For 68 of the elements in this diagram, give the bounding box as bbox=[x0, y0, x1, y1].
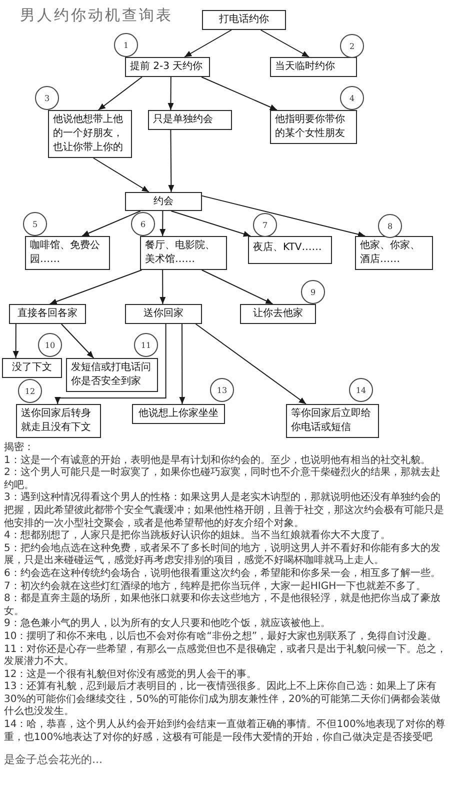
arrow bbox=[98, 76, 142, 110]
arrow bbox=[12, 324, 19, 358]
callout-number: 14 bbox=[349, 378, 373, 402]
arrow bbox=[195, 324, 306, 404]
callout-number: 7 bbox=[253, 213, 277, 237]
explanation-text: 12：这是一个很有礼貌但对你没有感觉的男人会干的事。 bbox=[4, 668, 258, 680]
process-box: 当天临时约你 bbox=[270, 57, 357, 77]
explanation-text: 7：初次约会就在这些灯红酒绿的地方，纯粹是把你当玩伴，大家一起HIGH一下也就差不多了。 bbox=[4, 580, 428, 592]
diagram-title: 男人约你动机查询表 bbox=[20, 5, 173, 25]
process-box: 他指明要你带你的某个女性朋友 bbox=[270, 110, 357, 144]
process-box: 他说他想带上他的一个好朋友，也让你带上你的 bbox=[48, 110, 132, 158]
process-box: 直接各回各家 bbox=[9, 304, 86, 324]
process-box: 提前 2-3 天约你 bbox=[125, 57, 210, 77]
explanation-text: 8：都是直奔主题的场所，如果他张口就要和你去这些地方，不是他很轻浮，就是他把你当成了豪放女。 bbox=[4, 593, 442, 618]
process-box: 约会 bbox=[125, 192, 202, 211]
arrow bbox=[202, 195, 366, 238]
callout-number: 6 bbox=[131, 212, 155, 236]
process-box: 夜店、KTV…… bbox=[248, 236, 332, 264]
arrow bbox=[92, 158, 150, 192]
process-box: 他说想上你家坐坐 bbox=[132, 404, 225, 424]
callout-number: 5 bbox=[23, 212, 47, 236]
callout-number: 2 bbox=[340, 34, 364, 58]
process-box: 他家、你家、酒店…… bbox=[355, 236, 433, 270]
callout-number: 8 bbox=[378, 214, 402, 238]
arrow bbox=[201, 270, 274, 304]
explanation-text: 9：急色兼小气的男人，以为所有的女人只要和他吃个饭，就应该被他上。 bbox=[4, 618, 332, 630]
process-box: 送你回家 bbox=[125, 304, 202, 324]
callout-number: 1 bbox=[114, 33, 138, 57]
process-box: 没了下文 bbox=[2, 358, 62, 378]
process-box: 只是单独约会 bbox=[148, 110, 232, 130]
arrow bbox=[82, 210, 141, 236]
callout-number: 9 bbox=[301, 280, 325, 304]
arrow bbox=[160, 210, 166, 236]
process-box: 等你回家后立即给你电话或短信 bbox=[286, 404, 379, 438]
process-box: 送你回家后转身就走且没有下文 bbox=[16, 404, 101, 438]
callout-number: 3 bbox=[35, 86, 59, 110]
callout-number: 11 bbox=[134, 333, 158, 357]
explanation-text: 1：这是一个有诚意的开始，表明他是早有计划和你约会的。至少，也说明他有相当的社交礼貌。 bbox=[4, 454, 432, 466]
process-box: 发短信或打电话问你是否安全到家 bbox=[66, 358, 158, 392]
arrow bbox=[179, 324, 186, 404]
callout-number: 12 bbox=[18, 379, 42, 403]
process-box: 打电话约你 bbox=[202, 10, 286, 30]
explanation-text: 3：遇到这种情况得看这个男人的性格：如果这男人是老实木讷型的，那就说明他还没有单独约会的把握，因此希望彼此都带个安全气囊缓冲；如果他性格开朗，且善于社交，那这次约会极有可能只是他安排的一次小型社交聚会，或者是他希望帮他的好友介绍个对象。 bbox=[4, 492, 445, 530]
explanation-text: 2：这个男人可能只是一时寂寞了，如果你也碰巧寂寞，同时也不介意干柴碰烈火的结果，那就去赴约吧。 bbox=[4, 467, 442, 492]
arrow bbox=[160, 270, 166, 304]
explanation-text: 11：对你还是心存一些希望，有那么一点感觉但也不是很确定，或者只是出于礼貌问候一下。总之，发展潜力不大。 bbox=[4, 644, 448, 668]
explanation-text: 6：约会选在这种传统约会场合，说明他很看重这次约会，希望能和你多呆一会，相互多了解一些。 bbox=[4, 568, 442, 580]
explanation-text: 4：想都别想了，人家只是把你当跳板好认识你的姐妹。当不当红娘就看你大不大度了。 bbox=[4, 530, 392, 542]
arrow bbox=[170, 210, 251, 237]
arrow bbox=[49, 270, 142, 304]
explanation-text: 10：摆明了和你不来电，以后也不会对你有啥“非份之想”，最好大家也别联系了，免得自讨没趣。 bbox=[4, 630, 438, 644]
section-heading: 揭密： bbox=[4, 442, 35, 454]
process-box: 让你去他家 bbox=[240, 304, 316, 324]
explanation-text: 5：把约会地点选在这种免费，或者呆不了多长时间的地方，说明这男人并不看好和你能有多大的发展，只是出来碰碰运气，感觉好再考虑安排别的项目，感觉不好喝杯咖啡就马上走人。 bbox=[4, 542, 442, 568]
arrow bbox=[201, 76, 278, 110]
arrow bbox=[168, 76, 174, 110]
footer-note: 是金子总会花光的... bbox=[4, 752, 104, 768]
process-box: 咖啡馆、免费公园…… bbox=[25, 236, 110, 270]
callout-number: 13 bbox=[210, 378, 234, 402]
arrow bbox=[168, 130, 174, 192]
explanation-text: 13：还算有礼貌，忍到最后才表明目的，比一夜情强很多。因此上不上床你自己选：如果上了床有30%的可能你们会继续交往，50%的可能你们成为朋友兼性伴，20%的可能第二天你们俩都会装做什么也没发生。 bbox=[4, 681, 442, 718]
arrow bbox=[260, 30, 310, 58]
callout-number: 4 bbox=[340, 86, 364, 110]
explanation-text: 14：哈，恭喜，这个男人从约会开始到约会结束一直做着正确的事情。不但100%地表现了对你的尊重，也100%地表达了对你的好感，这极有可能是一段伟大爱情的开始，你自己做决定是否接受吧 bbox=[4, 719, 446, 744]
arrow bbox=[184, 30, 232, 58]
arrow bbox=[54, 324, 166, 404]
process-box: 餐厅、电影院、美术馆…… bbox=[140, 236, 227, 270]
callout-number: 10 bbox=[38, 333, 62, 357]
